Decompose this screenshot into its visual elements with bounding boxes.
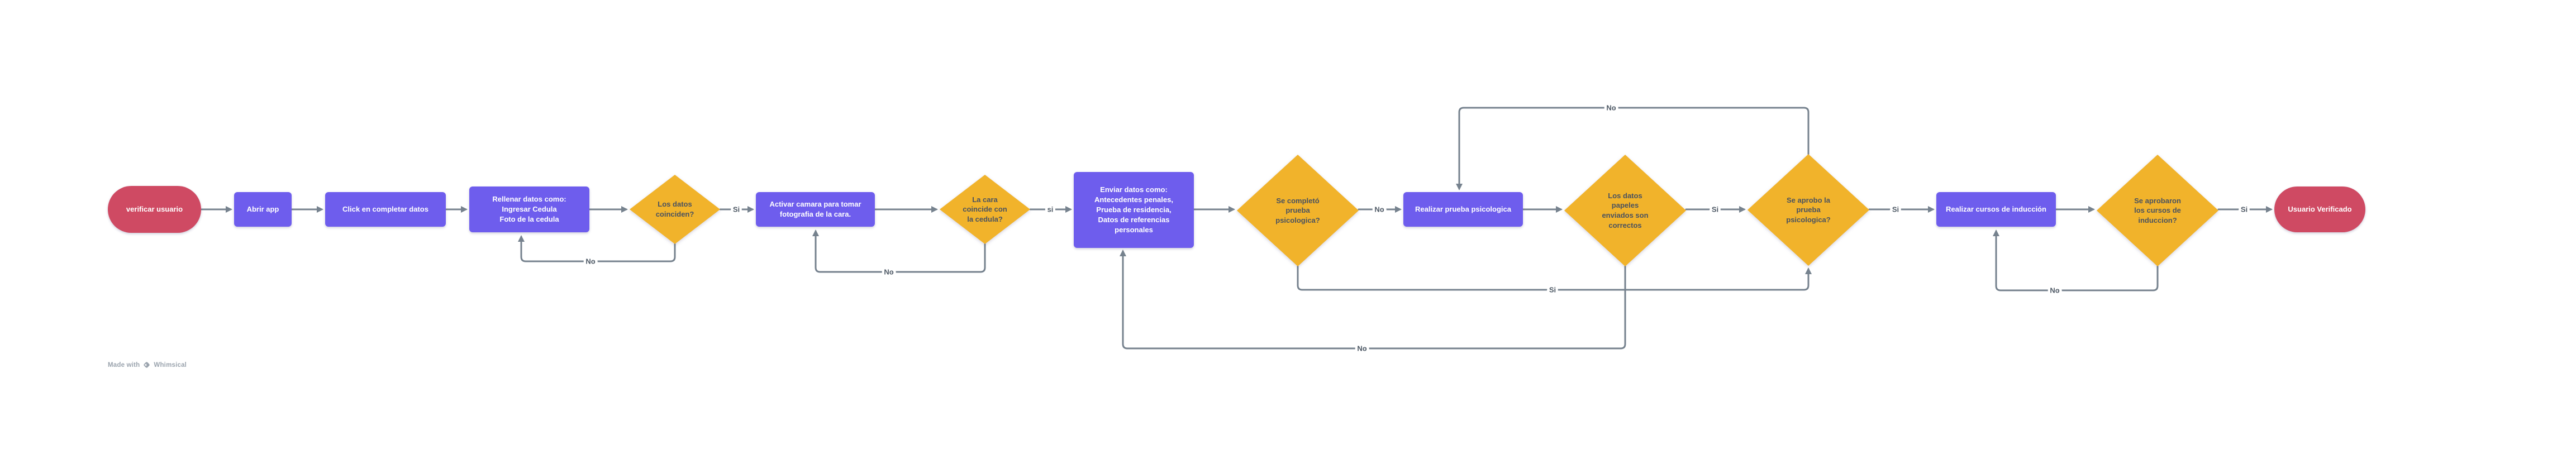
node-d_completo[interactable]: Se completó prueba psicologica? bbox=[1237, 155, 1359, 266]
node-label: Realizar prueba psicologica bbox=[1415, 204, 1511, 213]
node-label: Los datos coinciden? bbox=[630, 175, 720, 244]
node-d_datos[interactable]: Los datos coinciden? bbox=[630, 175, 720, 244]
node-test_psico[interactable]: Realizar prueba psicologica bbox=[1403, 192, 1523, 227]
node-d_cursos[interactable]: Se aprobaron los cursos de induccion? bbox=[2097, 155, 2218, 266]
connector-label-d_papeles-d_aprobo: Si bbox=[1712, 205, 1718, 214]
connector-label-d_cara-camera: No bbox=[884, 268, 893, 276]
node-label: Enviar datos como: Antecedentes penales,… bbox=[1094, 185, 1173, 235]
whimsical-badge[interactable]: Made with Whimsical bbox=[108, 361, 187, 369]
connector-label-d_aprobo-courses: Si bbox=[1892, 205, 1899, 214]
connector-d_completo-d_aprobo bbox=[1297, 265, 1812, 291]
connector-label-d_aprobo-test_psico: No bbox=[1606, 104, 1616, 112]
node-label: Realizar cursos de inducción bbox=[1946, 204, 2046, 213]
node-label: La cara coincide con la cedula? bbox=[940, 175, 1030, 244]
badge-made-with-text: Made with bbox=[108, 361, 140, 369]
node-label: verificar usuario bbox=[126, 204, 183, 213]
node-label: Usuario Verificado bbox=[2288, 204, 2352, 213]
connector-d_papeles-send_data bbox=[1120, 250, 1626, 350]
node-d_papeles[interactable]: Los datos papeles enviados son correctos bbox=[1564, 155, 1686, 266]
badge-brand-text: Whimsical bbox=[154, 361, 187, 369]
node-send_data[interactable]: Enviar datos como: Antecedentes penales,… bbox=[1074, 172, 1194, 248]
connector-label-d_completo-d_aprobo: Si bbox=[1549, 286, 1556, 294]
node-label: Se aprobo la prueba psicologica? bbox=[1748, 154, 1869, 266]
connector-d_aprobo-test_psico bbox=[1456, 107, 1810, 190]
connector-d_datos-fill_data bbox=[518, 235, 676, 262]
node-label: Se completó prueba psicologica? bbox=[1237, 155, 1359, 266]
connector-label-d_cursos-end: Si bbox=[2241, 205, 2248, 214]
node-d_cara[interactable]: La cara coincide con la cedula? bbox=[940, 175, 1030, 244]
node-start[interactable]: verificar usuario bbox=[108, 186, 201, 233]
node-label: Activar camara para tomar fotografia de … bbox=[769, 199, 861, 218]
node-d_aprobo[interactable]: Se aprobo la prueba psicologica? bbox=[1748, 154, 1869, 266]
node-open_app[interactable]: Abrir app bbox=[234, 192, 292, 227]
connector-label-d_datos-camera: Si bbox=[733, 205, 740, 214]
connector-d_cursos-courses bbox=[1993, 229, 2159, 291]
node-label: Abrir app bbox=[246, 204, 279, 213]
node-click_complete[interactable]: Click en completar datos bbox=[325, 192, 446, 227]
connector-label-d_cara-send_data: si bbox=[1047, 205, 1054, 214]
node-label: Click en completar datos bbox=[342, 204, 428, 213]
connector-label-d_papeles-send_data: No bbox=[1357, 345, 1366, 353]
node-label: Rellenar datos como: Ingresar Cedula Fot… bbox=[492, 194, 566, 224]
node-end[interactable]: Usuario Verificado bbox=[2274, 186, 2365, 232]
node-camera[interactable]: Activar camara para tomar fotografia de … bbox=[756, 192, 875, 227]
node-courses[interactable]: Realizar cursos de inducción bbox=[1936, 192, 2056, 227]
connector-label-d_completo-test_psico: No bbox=[1374, 205, 1384, 214]
node-fill_data[interactable]: Rellenar datos como: Ingresar Cedula Fot… bbox=[469, 186, 589, 232]
connector-label-d_datos-fill_data: No bbox=[585, 257, 595, 266]
connector-label-d_cursos-courses: No bbox=[2050, 286, 2059, 295]
whimsical-logo-icon bbox=[144, 362, 150, 368]
connector-d_cara-camera bbox=[812, 229, 986, 273]
node-label: Los datos papeles enviados son correctos bbox=[1564, 155, 1686, 266]
node-label: Se aprobaron los cursos de induccion? bbox=[2097, 155, 2218, 266]
